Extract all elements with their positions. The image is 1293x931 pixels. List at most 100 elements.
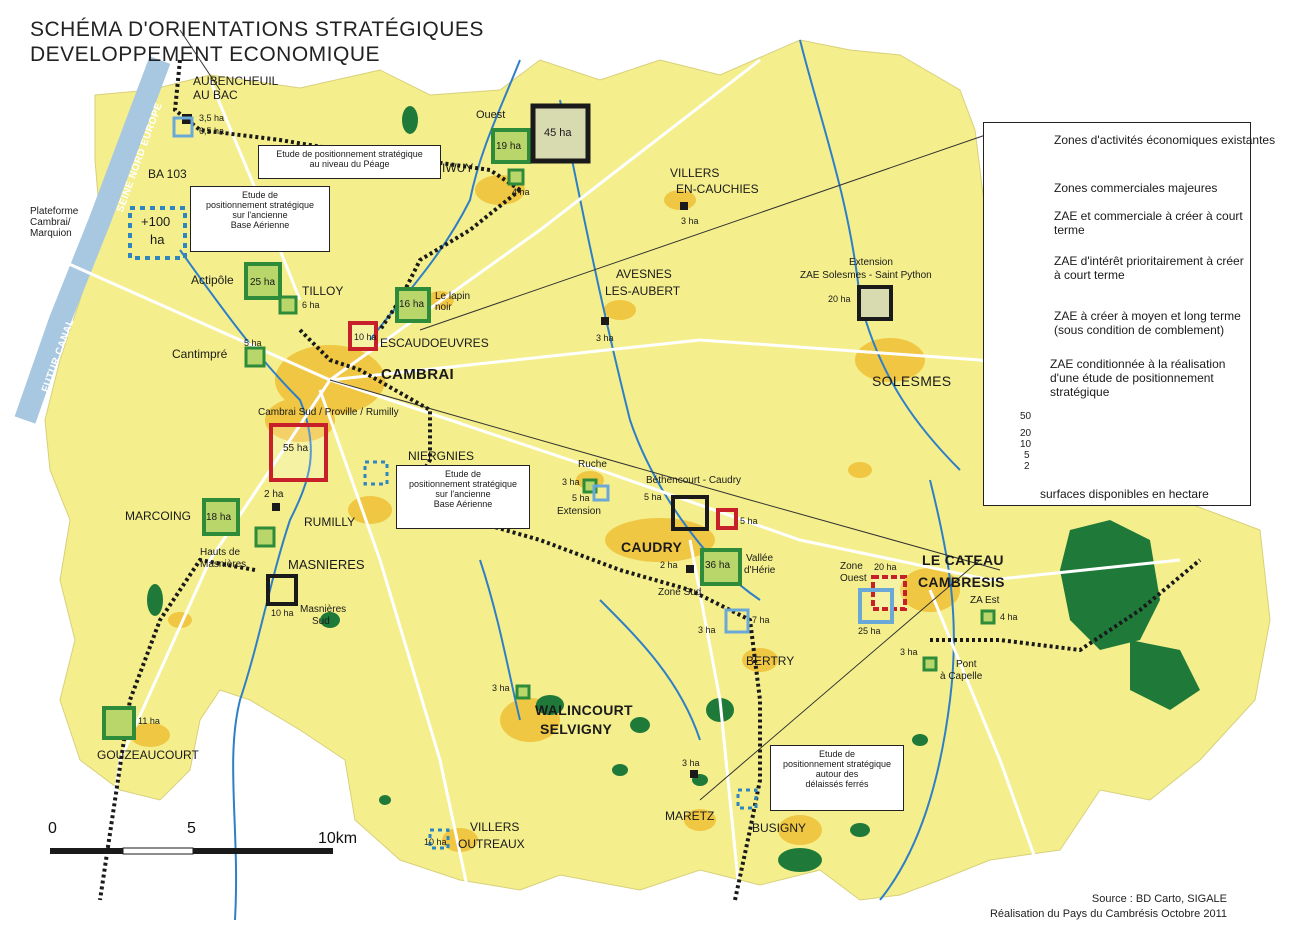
label-marcoing: MARCOING bbox=[125, 509, 191, 523]
forest-areas bbox=[147, 106, 1200, 872]
label-villers-cauchies-2: EN-CAUCHIES bbox=[676, 182, 759, 196]
label-solesmes: SOLESMES bbox=[872, 373, 952, 389]
study-base-nord-line3: sur l'ancienne bbox=[232, 210, 288, 220]
canal-seine-nord bbox=[14, 56, 171, 424]
label-cambrai: CAMBRAI bbox=[381, 366, 454, 383]
map-legend: Zones d'activités économiques existantes… bbox=[983, 122, 1275, 506]
legend-scale-2: 2 bbox=[1024, 461, 1030, 472]
label-masnieres: MASNIERES bbox=[288, 557, 365, 572]
label-hauts-1: Hauts de bbox=[200, 547, 241, 558]
size-bertry-a: 3 ha bbox=[698, 625, 716, 635]
size-ba-ha: ha bbox=[150, 232, 165, 247]
territory-area bbox=[44, 39, 1271, 901]
label-ext-solesmes-1: Extension bbox=[849, 257, 893, 268]
label-hauts-2: Masnières bbox=[200, 559, 247, 570]
size-bertry-b: 7 ha bbox=[752, 615, 770, 625]
study-base-sud-line1: Etude de bbox=[444, 469, 482, 479]
label-ruche: Ruche bbox=[578, 459, 607, 470]
label-cambrai-sud: Cambrai Sud / Proville / Rumilly bbox=[258, 407, 399, 418]
label-ext-solesmes-2: ZAE Solesmes - Saint Python bbox=[800, 270, 932, 281]
size-caudry-a: 2 ha bbox=[660, 560, 678, 570]
label-vallee-1: Vallée bbox=[746, 553, 774, 564]
label-lapin-1: Le lapin bbox=[435, 291, 471, 302]
size-ouest: 19 ha bbox=[496, 141, 522, 152]
size-aubencheuil-b: 6,5 ha bbox=[199, 126, 225, 136]
study-box-base-sud: Etude de positionnement stratégique sur … bbox=[396, 465, 530, 529]
size-masnieres-sud: 10 ha bbox=[271, 608, 294, 618]
legend-item-conditional: ZAE conditionnée à la réalisation d'une … bbox=[1050, 357, 1226, 399]
label-pont-1: Pont bbox=[956, 659, 977, 670]
label-ruche-extension: Extension bbox=[557, 506, 601, 517]
legend-item-existing: Zones d'activités économiques existantes bbox=[1054, 133, 1276, 147]
map-title-line2: DEVELOPPEMENT ECONOMIQUE bbox=[30, 43, 381, 66]
label-plateforme-1: Plateforme bbox=[30, 206, 79, 217]
size-ba-100: +100 bbox=[141, 214, 171, 229]
study-base-sud-line2: positionnement stratégique bbox=[408, 479, 518, 489]
legend-scale-10: 10 bbox=[1020, 439, 1032, 450]
label-caudry: CAUDRY bbox=[621, 539, 683, 555]
label-maretz: MARETZ bbox=[665, 809, 715, 823]
study-base-nord-line1: Etude de bbox=[241, 190, 279, 200]
label-vallee-2: d'Hérie bbox=[744, 565, 776, 576]
study-base-nord-line2: positionnement stratégique bbox=[205, 200, 315, 210]
label-za-est: ZA Est bbox=[970, 595, 1000, 606]
source-line2: Réalisation du Pays du Cambrésis Octobre… bbox=[989, 908, 1227, 920]
size-lapin: 16 ha bbox=[399, 299, 425, 310]
label-bertry: BERTRY bbox=[746, 654, 795, 668]
size-gouzeaucourt: 11 ha bbox=[138, 716, 160, 726]
study-delaisses-line1: Etude de bbox=[818, 749, 856, 759]
label-villers-outreaux-2: OUTREAUX bbox=[458, 837, 525, 851]
label-ouest: Ouest bbox=[476, 109, 506, 121]
study-delaisses-line2: positionnement stratégique bbox=[782, 759, 892, 769]
scale-label-10km: 10km bbox=[318, 830, 358, 847]
label-zone-ouest-2: Ouest bbox=[840, 573, 867, 584]
map-title-line1: SCHÉMA D'ORIENTATIONS STRATÉGIQUES bbox=[30, 18, 484, 41]
size-avesnes: 3 ha bbox=[596, 333, 614, 343]
label-walincourt-1: WALINCOURT bbox=[535, 702, 633, 718]
label-pont-2: à Capelle bbox=[940, 671, 983, 682]
label-iwuy: IWUY bbox=[442, 161, 474, 175]
label-gouzeaucourt: GOUZEAUCOURT bbox=[97, 748, 199, 762]
label-escaudoeuvres: ESCAUDOEUVRES bbox=[380, 336, 489, 350]
legend-scale-20: 20 bbox=[1020, 428, 1032, 439]
size-bethencourt-b: 5 ha bbox=[740, 516, 758, 526]
size-pont: 3 ha bbox=[900, 647, 918, 657]
legend-scale-caption: surfaces disponibles en hectare bbox=[1040, 487, 1209, 501]
label-villers-outreaux-1: VILLERS bbox=[470, 820, 520, 834]
study-delaisses-line3: autour des bbox=[815, 769, 859, 779]
label-aubencheuil-1: AUBENCHEUIL bbox=[193, 74, 279, 88]
label-ba103: BA 103 bbox=[148, 167, 187, 181]
size-rumilly: 2 ha bbox=[264, 489, 284, 500]
label-walincourt-2: SELVIGNY bbox=[540, 721, 613, 737]
size-actipole: 25 ha bbox=[250, 277, 276, 288]
size-villers-outreaux: 10 ha bbox=[424, 837, 447, 847]
study-box-base-nord: Etude de positionnement stratégique sur … bbox=[190, 186, 330, 252]
legend-item-mixed: ZAE et commerciale à créer à court terme bbox=[1054, 209, 1243, 237]
legend-scale-5: 5 bbox=[1024, 450, 1030, 461]
label-le-cateau-1: LE CATEAU bbox=[922, 552, 1004, 568]
label-busigny: BUSIGNY bbox=[752, 821, 807, 835]
scale-label-0: 0 bbox=[48, 820, 57, 837]
legend-item-priority: ZAE d'intérêt prioritairement à créer à … bbox=[1054, 254, 1244, 282]
legend-item-commercial: Zones commerciales majeures bbox=[1054, 181, 1218, 195]
label-avesnes-1: AVESNES bbox=[616, 267, 672, 281]
label-plateforme-3: Marquion bbox=[30, 228, 72, 239]
label-plateforme-2: Cambrai/ bbox=[30, 217, 71, 228]
zone-markers bbox=[102, 103, 996, 850]
scale-label-5: 5 bbox=[187, 820, 196, 837]
label-avesnes-2: LES-AUBERT bbox=[605, 284, 681, 298]
size-marcoing: 18 ha bbox=[206, 512, 232, 523]
label-rumilly: RUMILLY bbox=[304, 515, 356, 529]
size-iwuy: 4 ha bbox=[512, 187, 530, 197]
study-base-nord-line4: Base Aérienne bbox=[230, 220, 290, 230]
label-niergnies: NIERGNIES bbox=[408, 449, 475, 463]
study-peage-line1: Etude de positionnement stratégique bbox=[276, 149, 423, 159]
size-maretz: 3 ha bbox=[682, 758, 700, 768]
study-box-peage: Etude de positionnement stratégique au n… bbox=[258, 145, 441, 179]
size-solesmes: 20 ha bbox=[828, 294, 851, 304]
scale-bar bbox=[50, 847, 333, 855]
size-walincourt: 3 ha bbox=[492, 683, 510, 693]
legend-item-longterm: ZAE à créer à moyen et long terme (sous … bbox=[1054, 309, 1241, 337]
study-box-delaisses: Etude de positionnement stratégique auto… bbox=[770, 745, 904, 811]
